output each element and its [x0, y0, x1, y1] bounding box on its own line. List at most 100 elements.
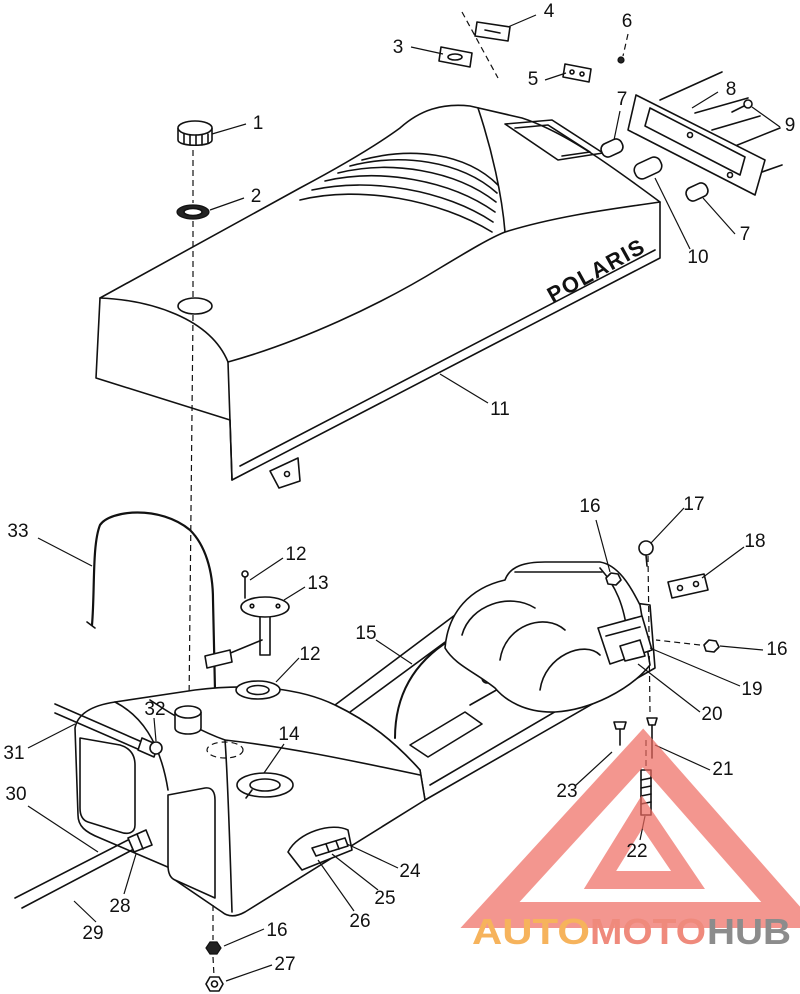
fuel-tank-sender-port: [206, 741, 244, 759]
fitting-28-ring: [136, 833, 144, 850]
bolt-22-thread: [640, 777, 652, 805]
fuel-tank-edge: [114, 701, 169, 791]
rivet-23-head: [613, 721, 627, 730]
rail-line: [711, 115, 761, 131]
callout-31: 31: [3, 743, 24, 764]
emblem-plate-5-body: [562, 63, 592, 83]
emblem-plate-4: [474, 21, 511, 42]
leader-15: [375, 639, 413, 665]
retaining-ring-tab: [245, 789, 253, 799]
callout-2: 2: [251, 186, 262, 207]
bracket-18-hole: [692, 580, 700, 588]
callout-5: 5: [528, 69, 539, 90]
storage-scallop: [499, 621, 566, 661]
leader-lines: [27, 14, 781, 982]
washer-27-body: [205, 976, 224, 992]
retaining-ring-14: [236, 772, 294, 799]
callout-26: 26: [349, 911, 370, 932]
callout-11: 11: [490, 399, 510, 420]
callout-24: 24: [399, 861, 421, 882]
seat-rib: [349, 159, 498, 194]
leader-16c: [223, 928, 265, 947]
storage-scallop: [539, 648, 601, 691]
leader-30: [27, 805, 99, 853]
leader-28: [123, 853, 137, 895]
fitting-24-25-26: [311, 837, 349, 857]
latch-line: [605, 626, 641, 637]
leader-11: [439, 373, 489, 404]
seat-filler-hole: [177, 297, 213, 315]
taillight-bracket-window: [644, 107, 746, 176]
fuel-cap: [177, 120, 213, 147]
leader-16a: [595, 519, 611, 573]
rivet-23: [613, 721, 627, 746]
taillight-bracket-frame: [627, 94, 766, 196]
fuel-tank-body: [74, 686, 426, 917]
leader-2: [209, 197, 245, 211]
leader-25: [331, 853, 379, 891]
fuel-tank-pocket-right: [167, 787, 216, 899]
watermark-logo: [460, 728, 800, 928]
callout-23: 23: [556, 781, 577, 802]
leader-24: [346, 843, 399, 869]
callout-22: 22: [626, 841, 647, 862]
fuel-sender-arm: [227, 639, 263, 655]
leader-20: [637, 663, 701, 713]
fitting-32-nut: [149, 741, 163, 755]
leader-33: [37, 537, 93, 567]
callout-25: 25: [374, 888, 395, 909]
leader-27: [225, 964, 273, 982]
callout-16-bottom: 16: [266, 920, 287, 941]
taillight-bracket-hole: [726, 171, 734, 179]
emblem-guide-line: [461, 11, 499, 79]
screw-21-head: [646, 717, 658, 726]
rail-line: [694, 97, 749, 114]
callout-28: 28: [109, 896, 130, 917]
watermark-wordmark: AUTO MOTO HUB: [472, 911, 791, 952]
fuel-sender-flange: [240, 596, 290, 618]
screw-9: [731, 99, 753, 113]
nut-guide-line: [655, 639, 701, 646]
seat-taillight-recess-inner: [514, 124, 591, 157]
storage-body: [444, 561, 651, 713]
vent-hose-33-end: [86, 621, 96, 629]
seat-rib: [337, 166, 497, 203]
callout-15: 15: [355, 623, 376, 644]
cap-gasket-hole: [183, 207, 203, 217]
leader-18: [701, 546, 745, 579]
hose-31: [54, 703, 143, 751]
fuel-cap-top: [177, 120, 213, 136]
fitting-32: [137, 737, 163, 758]
screw-12: [241, 570, 249, 599]
screw-9-head: [743, 99, 753, 109]
leader-14: [263, 743, 285, 774]
leader-31: [27, 723, 76, 749]
seat-cushion-edge: [227, 201, 661, 363]
spacer-7-lower: [685, 182, 709, 202]
callout-12-lower: 12: [299, 644, 320, 665]
watermark-triangle-outer: [460, 728, 800, 928]
leader-8: [691, 91, 719, 109]
nut-guide-bottom: [212, 905, 215, 977]
callout-10: 10: [687, 247, 708, 268]
watermark-text-moto: MOTO: [590, 911, 706, 952]
fuel-cap-knurl: [183, 133, 209, 146]
callout-4: 4: [544, 1, 555, 22]
retaining-ring-inner: [249, 778, 281, 792]
seat: POLARIS: [95, 104, 661, 489]
lens-10: [633, 156, 663, 180]
leader-3: [410, 46, 444, 55]
leader-23: [574, 751, 613, 787]
seat-skirt-line: [239, 249, 656, 467]
leader-21: [654, 744, 711, 771]
callout-13: 13: [307, 573, 328, 594]
callout-7-lower: 7: [740, 224, 751, 245]
leader-12a: [249, 557, 284, 581]
callout-29: 29: [82, 923, 103, 944]
bracket-18-hole: [676, 584, 684, 592]
fuel-sender-float: [204, 649, 233, 669]
fuel-sender-hole: [275, 603, 281, 609]
fitting-ring: [325, 840, 340, 853]
leader-5: [544, 72, 567, 81]
emblem-plate-3-body: [438, 46, 473, 68]
